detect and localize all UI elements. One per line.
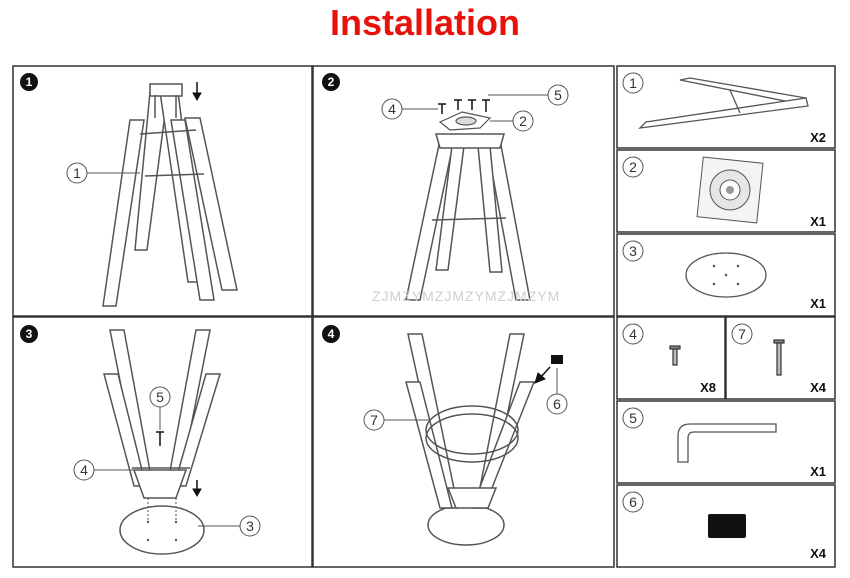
- part-6-quantity: X4: [810, 546, 827, 561]
- step-3-inverted-frame: [103, 329, 222, 499]
- step-2-callout-5: 5: [488, 84, 569, 106]
- svg-text:6: 6: [553, 396, 561, 412]
- svg-text:7: 7: [370, 412, 378, 428]
- svg-text:4: 4: [629, 326, 637, 342]
- step-4-callout-6: 6: [546, 368, 568, 415]
- step-4-callout-7: 7: [363, 409, 430, 431]
- svg-text:3: 3: [246, 518, 254, 534]
- part-7-panel: [725, 316, 836, 400]
- allen-key-icon: [677, 423, 777, 463]
- svg-text:1: 1: [26, 75, 33, 89]
- page-title: Installation: [329, 2, 521, 43]
- screw-set-icon: [438, 99, 490, 114]
- step-1-panel: [12, 65, 313, 317]
- step-4-badge: 4: [322, 325, 340, 343]
- svg-text:3: 3: [26, 327, 33, 341]
- part-7-quantity: X4: [810, 380, 827, 395]
- step-4-stool-with-ring: [405, 333, 536, 546]
- svg-text:3: 3: [629, 243, 637, 259]
- part-4-quantity: X8: [700, 380, 716, 395]
- part-5-number: 5: [622, 407, 644, 429]
- svg-text:5: 5: [629, 410, 637, 426]
- svg-text:4: 4: [328, 327, 335, 341]
- svg-text:1: 1: [73, 165, 81, 181]
- part-1-number: 1: [622, 72, 644, 94]
- step-2-callout-2: 2: [490, 110, 534, 132]
- part-4-number: 4: [622, 323, 644, 345]
- swivel-plate-icon: [696, 156, 764, 224]
- part-4-panel: [616, 316, 726, 400]
- part-5-panel: [616, 400, 836, 484]
- down-arrow-icon: [192, 480, 202, 498]
- part-6-number: 6: [622, 491, 644, 513]
- part-5-quantity: X1: [810, 464, 826, 479]
- svg-text:7: 7: [738, 326, 746, 342]
- svg-text:2: 2: [519, 113, 527, 129]
- foot-pad-icon: [708, 514, 746, 538]
- step-3-callout-4: 4: [73, 459, 140, 481]
- part-2-panel: [616, 149, 836, 233]
- part-2-number: 2: [622, 156, 644, 178]
- svg-text:1: 1: [629, 75, 637, 91]
- step-2-panel: [312, 65, 615, 317]
- step-2-stool-frame: [405, 133, 531, 301]
- diagonal-arrow-icon: [534, 366, 551, 384]
- screw-icon: [156, 431, 164, 446]
- part-6-panel: [616, 484, 836, 568]
- watermark-text: ZJMZYMZJMZYMZJMZYM: [372, 288, 560, 304]
- step-3-callout-5: 5: [149, 386, 171, 430]
- svg-text:2: 2: [629, 159, 637, 175]
- step-1-badge: 1: [20, 73, 38, 91]
- part-2-quantity: X1: [810, 214, 826, 229]
- svg-text:5: 5: [156, 389, 164, 405]
- short-screw-icon: [669, 345, 681, 366]
- wooden-leg-pair-icon: [638, 77, 809, 129]
- step-1-callout-1: 1: [66, 162, 140, 184]
- long-screw-icon: [773, 339, 785, 376]
- svg-text:4: 4: [388, 101, 396, 117]
- down-arrow-icon: [192, 82, 202, 102]
- step-1-leg-assembly: [102, 83, 238, 307]
- part-1-panel: [616, 65, 836, 149]
- svg-text:5: 5: [554, 87, 562, 103]
- foot-pad-icon: [551, 355, 563, 364]
- svg-text:6: 6: [629, 494, 637, 510]
- round-seat-icon: [119, 498, 205, 555]
- step-3-panel: [12, 316, 313, 568]
- step-3-badge: 3: [20, 325, 38, 343]
- svg-text:4: 4: [80, 462, 88, 478]
- part-3-quantity: X1: [810, 296, 826, 311]
- part-3-panel: [616, 233, 836, 317]
- step-4-panel: [312, 316, 615, 568]
- part-1-quantity: X2: [810, 130, 826, 145]
- part-3-number: 3: [622, 240, 644, 262]
- step-3-callout-3: 3: [198, 515, 261, 537]
- round-seat-icon: [685, 252, 767, 298]
- step-2-callout-4: 4: [381, 98, 438, 120]
- swivel-plate-icon: [438, 111, 492, 131]
- svg-text:2: 2: [328, 75, 335, 89]
- step-2-badge: 2: [322, 73, 340, 91]
- part-7-number: 7: [731, 323, 753, 345]
